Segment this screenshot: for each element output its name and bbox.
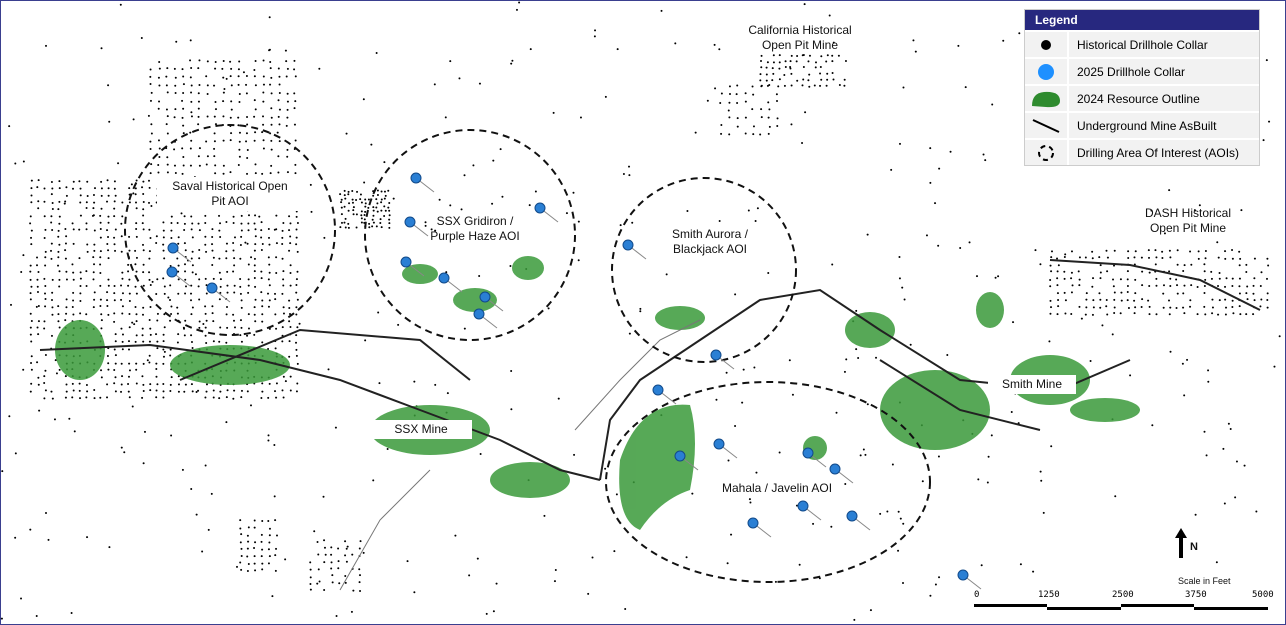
drillhole-collar-2025 — [622, 239, 634, 251]
legend-item: 2025 Drillhole Collar — [1025, 57, 1259, 84]
scale-tick: 3750 — [1185, 590, 1207, 600]
legend-item: Drilling Area Of Interest (AOIs) — [1025, 138, 1259, 165]
drillhole-collar-2025 — [674, 450, 686, 462]
drillhole-collar-2025 — [410, 172, 422, 184]
aoi-ssx-gridiron — [364, 129, 576, 341]
aoi-saval — [124, 124, 336, 336]
drillhole-collar-2025 — [404, 216, 416, 228]
scale-tick: 2500 — [1112, 590, 1134, 600]
drillhole-collar-2025 — [957, 569, 969, 581]
legend-label: Historical Drillhole Collar — [1067, 32, 1208, 57]
aoi-mahala — [605, 381, 931, 583]
line-icon — [1025, 117, 1067, 135]
black-dot-icon — [1025, 38, 1067, 52]
legend-label: 2024 Resource Outline — [1067, 86, 1200, 111]
legend-label: 2025 Drillhole Collar — [1067, 59, 1185, 84]
legend: Legend Historical Drillhole Collar 2025 … — [1024, 9, 1260, 166]
drillhole-collar-2025 — [438, 272, 450, 284]
drillhole-collar-2025 — [846, 510, 858, 522]
drillhole-collar-2025 — [747, 517, 759, 529]
label-ssx-mine: SSX Mine — [370, 420, 472, 439]
legend-label: Underground Mine AsBuilt — [1067, 113, 1216, 138]
scale-tick: 5000 — [1252, 590, 1274, 600]
label-dash: DASH Historical Open Pit Mine — [1144, 206, 1231, 235]
drillhole-collar-2025 — [710, 349, 722, 361]
legend-item: 2024 Resource Outline — [1025, 84, 1259, 111]
resource-outlines — [55, 256, 1140, 530]
drillhole-collar-2025 — [166, 266, 178, 278]
north-label: N — [1190, 541, 1198, 553]
label-smith-aurora: Smith Aurora / Blackjack AOI — [671, 227, 749, 256]
aoi-smith-aurora — [611, 177, 797, 363]
label-mahala: Mahala / Javelin AOI — [721, 481, 833, 495]
label-saval: Saval Historical Open Pit AOI — [157, 177, 303, 211]
drillhole-collars-2025 — [166, 172, 982, 590]
scale-tick: 0 — [974, 590, 980, 600]
drillhole-collar-2025 — [797, 500, 809, 512]
drillhole-collar-2025 — [167, 242, 179, 254]
legend-item: Underground Mine AsBuilt — [1025, 111, 1259, 138]
drillhole-collar-2025 — [802, 447, 814, 459]
legend-item: Historical Drillhole Collar — [1025, 30, 1259, 57]
label-california: California Historical Open Pit Mine — [748, 23, 852, 52]
drillhole-collar-2025 — [829, 463, 841, 475]
legend-label: Drilling Area Of Interest (AOIs) — [1067, 140, 1239, 165]
drillhole-collar-2025 — [713, 438, 725, 450]
drillhole-collar-2025 — [400, 256, 412, 268]
drillhole-collar-2025 — [206, 282, 218, 294]
green-blob-icon — [1025, 89, 1067, 109]
north-arrow-icon — [1175, 528, 1187, 558]
drillhole-collar-2025 — [534, 202, 546, 214]
label-ssx-gridiron: SSX Gridiron / Purple Haze AOI — [430, 214, 520, 243]
blue-dot-icon — [1025, 63, 1067, 81]
legend-title: Legend — [1025, 10, 1259, 30]
scale-tick: 1250 — [1038, 590, 1060, 600]
aoi-circles — [124, 124, 931, 583]
scale-title: Scale in Feet — [1178, 576, 1231, 586]
dashed-circle-icon — [1025, 144, 1067, 162]
drillhole-collar-2025 — [479, 291, 491, 303]
label-smith-mine: Smith Mine — [988, 375, 1076, 394]
drillhole-collar-2025 — [473, 308, 485, 320]
drillhole-collar-2025 — [652, 384, 664, 396]
